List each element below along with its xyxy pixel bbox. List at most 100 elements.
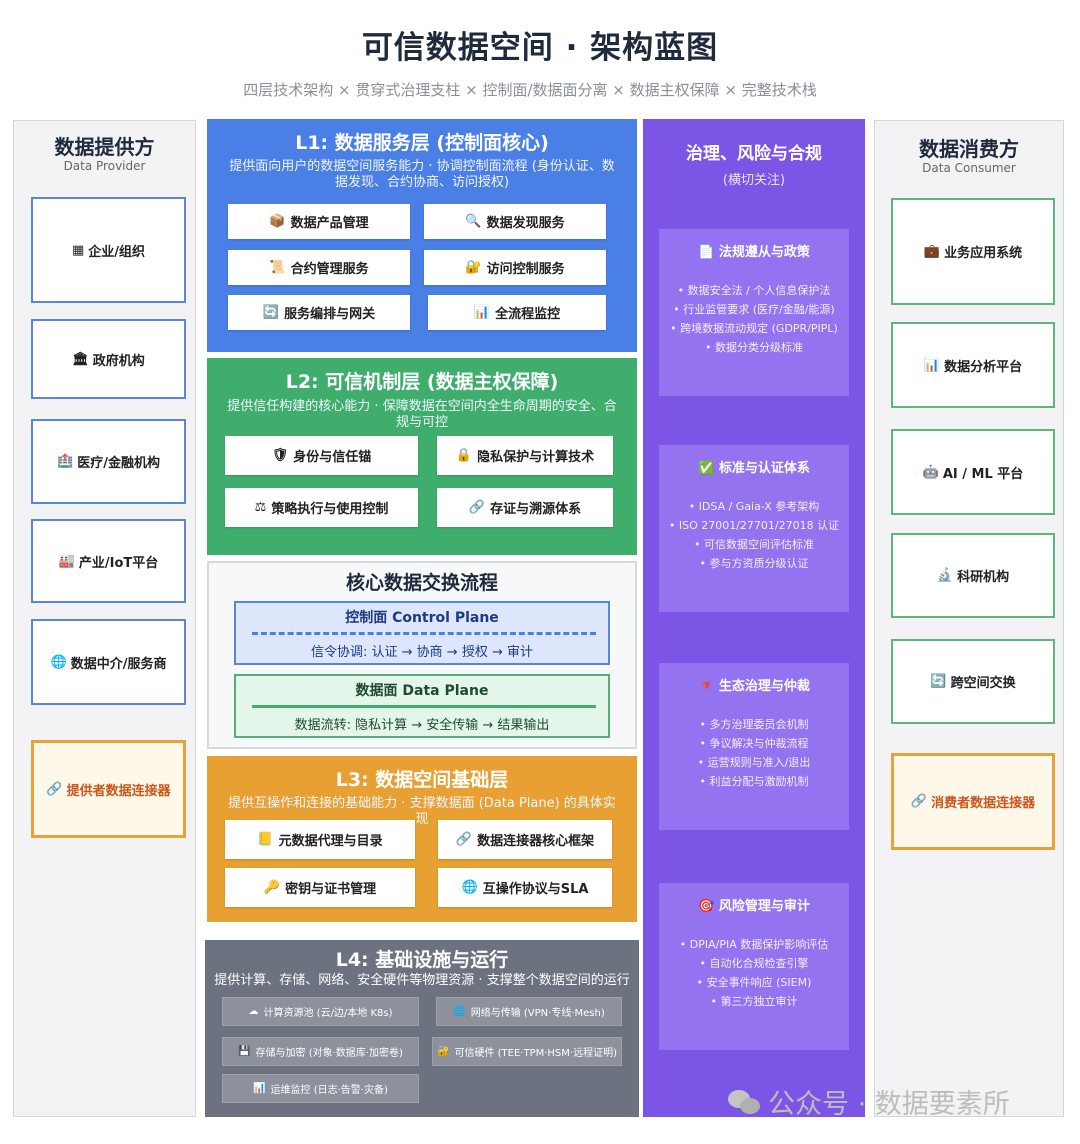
document-icon: 📄 bbox=[698, 245, 715, 260]
l4-title: L4: 基础设施与运行 bbox=[335, 949, 509, 971]
gov-card-risk: 🎯 风险管理与审计 • DPIA/PIA 数据保护影响评估 • 自动化合规检查引… bbox=[659, 883, 849, 1050]
l2-tile-provenance: 🔗存证与溯源体系 bbox=[437, 488, 613, 527]
list-item: • 利益分配与激励机制 bbox=[699, 775, 809, 788]
gov-card-list: • 数据安全法 / 个人信息保护法 • 行业监管要求 (医疗/金融/能源) • … bbox=[659, 281, 849, 357]
l2-description: 提供信任构建的核心能力 · 保障数据在空间内全生命周期的安全、合规与可控 bbox=[227, 399, 617, 430]
list-item: • 参与方资质分级认证 bbox=[699, 557, 809, 570]
tile-label: 合约管理服务 bbox=[290, 262, 369, 277]
l4-description: 提供计算、存储、网络、安全硬件等物理资源 · 支撑整个数据空间的运行 bbox=[214, 973, 630, 988]
tile-label: 数据产品管理 bbox=[290, 216, 369, 231]
gov-card-list: • IDSA / Gaia-X 参考架构 • ISO 27001/27701/2… bbox=[659, 497, 849, 573]
link-icon: 🔗 bbox=[455, 832, 473, 847]
l2-tile-identity: 🛡身份与信任锚 bbox=[225, 436, 418, 475]
tile-label: 数据连接器核心框架 bbox=[477, 834, 595, 849]
consumer-title: 数据消费方 bbox=[919, 137, 1019, 161]
wechat-icon bbox=[728, 1088, 762, 1116]
search-icon: 🔍 bbox=[465, 214, 482, 229]
control-plane: 控制面 Control Plane 信令协调: 认证 → 协商 → 授权 → 审… bbox=[234, 601, 610, 665]
robot-icon: 🤖 bbox=[922, 464, 939, 480]
layer-l3-foundation: L3: 数据空间基础层 提供互操作和连接的基础能力 · 支撑数据面 (Data … bbox=[207, 756, 637, 922]
list-item: • ISO 27001/27701/27018 认证 bbox=[668, 519, 840, 532]
consumer-item-cross-space: 🔄 跨空间交换 bbox=[891, 639, 1055, 724]
provider-item-government: 🏛 政府机构 bbox=[31, 319, 186, 399]
l3-tile-metadata: 📒元数据代理与目录 bbox=[225, 820, 415, 859]
list-item: • 可信数据空间评估标准 bbox=[694, 538, 814, 551]
key-icon: 🔑 bbox=[263, 880, 281, 895]
l1-tile-contract: 📜 合约管理服务 bbox=[228, 250, 410, 285]
consumer-item-business-app: 💼 业务应用系统 bbox=[891, 198, 1055, 305]
bar-chart-icon: 📊 bbox=[253, 1083, 266, 1094]
l2-tile-privacy: 🔒 隐私保护与计算技术 bbox=[437, 436, 613, 475]
tile-label: 互操作协议与SLA bbox=[482, 882, 589, 897]
list-item: • 数据安全法 / 个人信息保护法 bbox=[677, 284, 831, 297]
l1-tile-data-discovery: 🔍数据发现服务 bbox=[424, 204, 606, 239]
l1-tile-monitoring: 📊全流程监控 bbox=[428, 295, 606, 330]
globe-icon: 🌐 bbox=[461, 880, 478, 895]
hospital-icon: 🏥 bbox=[57, 454, 74, 469]
tile-label: 身份与信任锚 bbox=[293, 450, 372, 465]
link-icon: 🔗 bbox=[910, 794, 928, 809]
link-icon: 🔗 bbox=[46, 781, 63, 797]
l1-title: L1: 数据服务层 (控制面核心) bbox=[295, 132, 549, 154]
lock-icon: 🔒 bbox=[455, 448, 473, 463]
disk-icon: 💾 bbox=[238, 1046, 251, 1057]
tile-label: 网络与传输 (VPN·专线·Mesh) bbox=[470, 1008, 605, 1019]
list-item: • 自动化合规检查引擎 bbox=[699, 957, 809, 970]
tile-label: 隐私保护与计算技术 bbox=[477, 450, 595, 465]
briefcase-icon: 💼 bbox=[923, 244, 941, 259]
tile-label: 元数据代理与目录 bbox=[278, 834, 383, 849]
layer-l4-infrastructure: L4: 基础设施与运行 提供计算、存储、网络、安全硬件等物理资源 · 支撑整个数… bbox=[205, 940, 639, 1117]
consumer-subtitle: Data Consumer bbox=[922, 161, 1016, 175]
globe-icon: 🌐 bbox=[453, 1006, 466, 1017]
list-item: • 跨境数据流动规定 (GDPR/PIPL) bbox=[670, 322, 838, 335]
control-plane-title: 控制面 Control Plane bbox=[345, 610, 499, 626]
list-item: • 数据分类分级标准 bbox=[705, 341, 803, 354]
funnel-icon: 🔻 bbox=[698, 679, 715, 694]
provider-connector: 🔗 提供者数据连接器 bbox=[31, 740, 186, 838]
check-icon: ✅ bbox=[698, 461, 715, 476]
provider-column: 数据提供方 Data Provider ▦ 企业/组织 🏛 政府机构 🏥 医疗/… bbox=[13, 120, 196, 1117]
provider-item-medical-finance: 🏥 医疗/金融机构 bbox=[31, 419, 186, 504]
cloud-icon: ☁ bbox=[248, 1006, 259, 1017]
l3-description: 提供互操作和连接的基础能力 · 支撑数据面 (Data Plane) 的具体实现 bbox=[228, 796, 616, 827]
list-item: • DPIA/PIA 数据保护影响评估 bbox=[679, 938, 829, 951]
tile-label: 访问控制服务 bbox=[486, 262, 565, 277]
consumer-item-label: 跨空间交换 bbox=[950, 676, 1016, 691]
provider-item-label: 政府机构 bbox=[92, 353, 145, 369]
consumer-item-research: 🔬 科研机构 bbox=[891, 533, 1055, 618]
consumer-item-label: AI / ML 平台 bbox=[942, 466, 1024, 482]
tile-label: 全流程监控 bbox=[495, 307, 561, 322]
provider-item-label: 医疗/金融机构 bbox=[77, 456, 160, 471]
provider-item-iot: 🏭 产业/IoT平台 bbox=[31, 519, 186, 603]
tile-label: 服务编排与网关 bbox=[284, 307, 376, 322]
government-icon: 🏛 bbox=[72, 351, 89, 367]
l4-tile-compute: ☁计算资源池 (云/边/本地 K8s) bbox=[222, 997, 419, 1026]
bar-chart-icon: 📊 bbox=[923, 357, 941, 373]
scroll-icon: 📜 bbox=[269, 260, 286, 275]
gov-card-title: ✅ 标准与认证体系 bbox=[659, 457, 849, 476]
consumer-item-label: 科研机构 bbox=[957, 570, 1010, 585]
data-plane-text: 数据流转: 隐私计算 → 安全传输 → 结果输出 bbox=[294, 718, 550, 733]
tile-label: 可信硬件 (TEE·TPM·HSM·远程证明) bbox=[454, 1048, 617, 1059]
layer-l1-service: L1: 数据服务层 (控制面核心) 提供面向用户的数据空间服务能力 · 协调控制… bbox=[207, 119, 637, 352]
l1-tile-data-product: 📦数据产品管理 bbox=[228, 204, 410, 239]
control-plane-text: 信令协调: 认证 → 协商 → 授权 → 审计 bbox=[311, 645, 533, 660]
l2-tile-policy: ⚖策略执行与使用控制 bbox=[225, 488, 418, 527]
consumer-connector-label: 消费者数据连接器 bbox=[931, 796, 1036, 811]
gov-card-list: • 多方治理委员会机制 • 争议解决与仲裁流程 • 运营规则与准入/退出 • 利… bbox=[659, 715, 849, 791]
provider-item-label: 数据中介/服务商 bbox=[70, 656, 167, 672]
microscope-icon: 🔬 bbox=[936, 568, 954, 583]
link-icon: 🔗 bbox=[468, 500, 486, 515]
gov-card-title-text: 法规遵从与政策 bbox=[718, 245, 810, 260]
tile-label: 运维监控 (日志·告警·灾备) bbox=[270, 1085, 388, 1096]
tile-label: 策略执行与使用控制 bbox=[271, 502, 389, 517]
consumer-item-analytics: 📊 数据分析平台 bbox=[891, 322, 1055, 408]
provider-item-label: 产业/IoT平台 bbox=[78, 555, 159, 571]
target-icon: 🎯 bbox=[698, 899, 715, 914]
sync-icon: 🔄 bbox=[262, 305, 280, 320]
lock-key-icon: 🔐 bbox=[465, 260, 482, 275]
l3-tile-interop: 🌐 互操作协议与SLA bbox=[438, 868, 612, 907]
gov-card-title-text: 标准与认证体系 bbox=[718, 461, 810, 476]
consumer-connector: 🔗 消费者数据连接器 bbox=[891, 753, 1055, 850]
globe-icon: 🌐 bbox=[50, 654, 67, 670]
